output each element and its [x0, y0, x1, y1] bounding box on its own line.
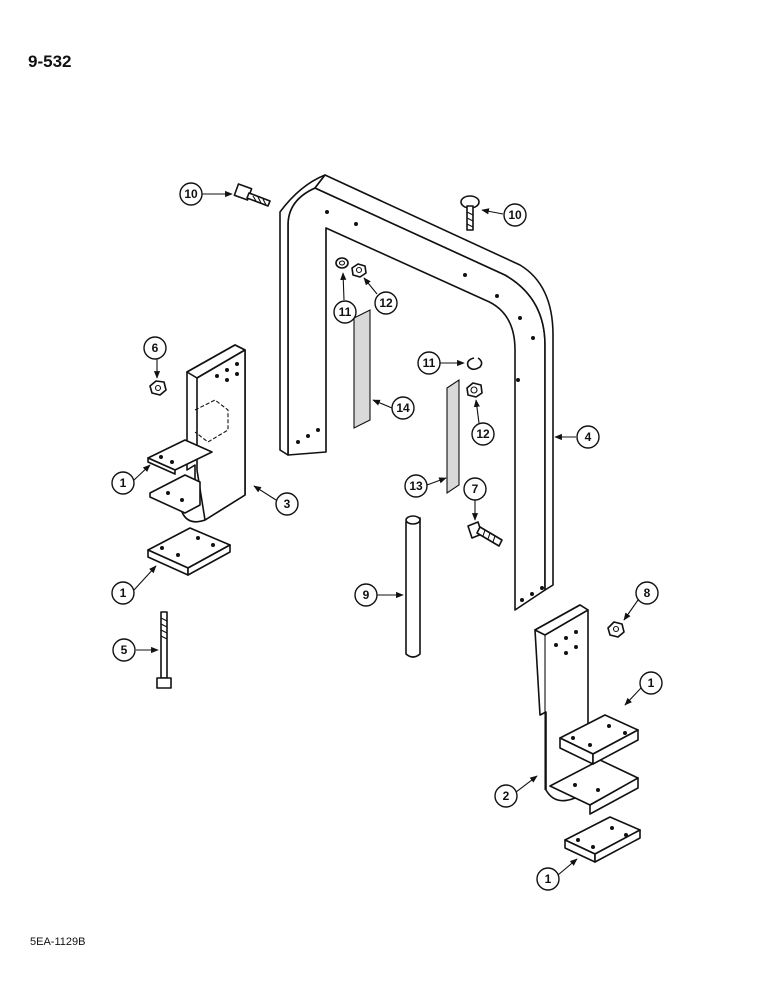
bolt-part-10-left — [233, 183, 271, 207]
callout-11-lower: 11 — [417, 351, 441, 375]
callout-12-lower: 12 — [471, 422, 495, 446]
callout-number: 1 — [648, 676, 655, 690]
callout-10-right: 10 — [503, 203, 527, 227]
nut-part-12-upper — [351, 263, 367, 278]
bracket-part-3 — [147, 344, 246, 523]
callout-2: 2 — [494, 784, 518, 808]
callout-number: 11 — [339, 305, 352, 319]
bolt-part-10-right — [460, 195, 480, 231]
callout-1-right-lower: 1 — [536, 867, 560, 891]
callout-1-left-upper: 1 — [111, 471, 135, 495]
callout-number: 1 — [120, 586, 127, 600]
strip-part-14 — [353, 309, 371, 429]
callout-number: 13 — [409, 479, 423, 493]
callout-14: 14 — [391, 396, 415, 420]
callout-number: 2 — [503, 789, 510, 803]
plate-part-1-right-lower — [564, 816, 641, 863]
callout-9: 9 — [354, 583, 378, 607]
callout-number: 4 — [585, 430, 592, 444]
callout-number: 9 — [363, 588, 370, 602]
page-number: 9-532 — [28, 52, 72, 71]
callout-number: 7 — [472, 482, 479, 496]
callout-8: 8 — [635, 581, 659, 605]
callout-number: 6 — [152, 341, 159, 355]
leader-lines — [133, 190, 642, 876]
u-frame-part-4 — [279, 174, 554, 611]
callout-number: 11 — [423, 356, 436, 370]
plate-part-1-left-lower — [147, 527, 231, 576]
callout-number: 1 — [120, 476, 127, 490]
nut-part-6 — [149, 380, 167, 396]
callout-11-upper: 11 — [333, 300, 357, 324]
callout-5: 5 — [112, 638, 136, 662]
callout-number: 8 — [644, 586, 651, 600]
plate-part-1-right-upper — [559, 714, 639, 765]
callout-1-right-upper: 1 — [639, 671, 663, 695]
callout-number: 5 — [121, 643, 128, 657]
lock-washer-part-11-upper — [335, 257, 349, 269]
callout-4: 4 — [576, 425, 600, 449]
nut-part-12-lower — [466, 382, 483, 398]
bolt-part-7 — [467, 521, 503, 547]
bolt-part-5 — [156, 611, 172, 689]
callout-number: 12 — [476, 427, 490, 441]
callout-1-left-lower: 1 — [111, 581, 135, 605]
callout-12-upper: 12 — [374, 291, 398, 315]
callout-number: 12 — [379, 296, 393, 310]
nut-part-8 — [607, 621, 625, 638]
callout-7: 7 — [463, 477, 487, 501]
callout-number: 3 — [284, 497, 291, 511]
callout-13: 13 — [404, 474, 428, 498]
callout-number: 10 — [184, 187, 198, 201]
rod-part-9 — [405, 515, 421, 658]
callout-number: 10 — [508, 208, 522, 222]
callout-6: 6 — [143, 336, 167, 360]
bracket-part-2 — [534, 604, 639, 815]
callout-3: 3 — [275, 492, 299, 516]
callout-10-left: 10 — [179, 182, 203, 206]
drawing-code: 5EA-1129B — [30, 936, 86, 948]
callout-number: 14 — [396, 401, 410, 415]
strip-part-13 — [446, 378, 460, 495]
callout-number: 1 — [545, 872, 552, 886]
lock-washer-part-11-lower — [466, 357, 483, 371]
